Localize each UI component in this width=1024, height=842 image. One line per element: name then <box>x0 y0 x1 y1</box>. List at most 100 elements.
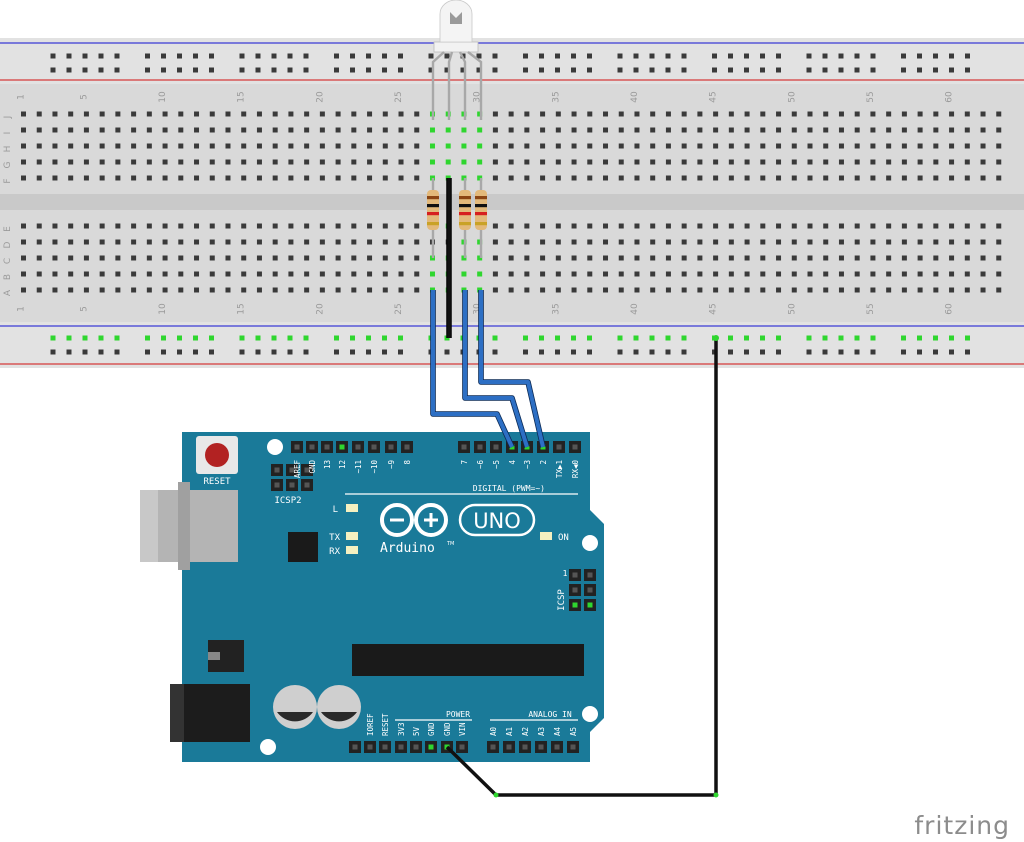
breadboard-hole <box>571 159 577 165</box>
breadboard-hole <box>823 111 829 117</box>
rail-hole <box>82 335 88 341</box>
column-number-label: 50 <box>787 91 797 103</box>
breadboard-hole <box>367 255 373 261</box>
rail-hole <box>917 53 922 59</box>
breadboard-hole <box>319 127 325 133</box>
breadboard-hole <box>209 159 215 165</box>
resistor <box>459 178 471 258</box>
breadboard-hole <box>713 127 719 133</box>
rail-hole <box>523 335 528 341</box>
rail-hole <box>571 53 576 59</box>
header-pin-hole <box>289 467 295 473</box>
breadboard-hole <box>634 159 640 165</box>
breadboard-hole <box>194 239 200 245</box>
breadboard-hole <box>508 127 514 133</box>
breadboard-hole <box>115 175 121 181</box>
rail-hole <box>949 335 954 341</box>
rail-hole <box>492 335 498 341</box>
breadboard-hole <box>225 159 231 165</box>
rail-hole <box>681 349 687 355</box>
breadboard-hole <box>555 175 561 181</box>
breadboard-hole <box>524 127 530 133</box>
led-l-label: L <box>333 505 338 515</box>
breadboard-hole <box>713 223 719 229</box>
breadboard-hole <box>571 111 577 117</box>
breadboard-hole <box>461 127 467 133</box>
rail-hole <box>476 67 482 73</box>
breadboard-hole <box>162 271 168 277</box>
breadboard-hole <box>681 287 687 293</box>
rail-hole <box>822 67 828 73</box>
header-pin-hole <box>428 744 434 750</box>
breadboard-hole <box>634 271 640 277</box>
breadboard-hole <box>949 271 955 277</box>
breadboard-hole <box>115 223 121 229</box>
breadboard-hole <box>272 239 278 245</box>
rail-hole <box>523 67 528 73</box>
breadboard-hole <box>728 223 734 229</box>
breadboard-hole <box>52 127 58 133</box>
breadboard-hole <box>964 159 970 165</box>
breadboard-hole <box>776 143 782 149</box>
breadboard-hole <box>776 111 782 117</box>
breadboard-hole <box>162 175 168 181</box>
breadboard-hole <box>178 271 184 277</box>
breadboard-hole <box>319 255 325 261</box>
rail-hole <box>255 349 261 355</box>
breadboard-hole <box>272 255 278 261</box>
breadboard-hole <box>571 255 577 261</box>
breadboard-hole <box>115 271 121 277</box>
breadboard-hole <box>791 159 797 165</box>
header-pin-hole <box>587 572 593 578</box>
rail-hole <box>760 349 765 355</box>
digital-pin-label: 8 <box>403 460 412 465</box>
rail-hole <box>177 349 182 355</box>
breadboard-hole <box>445 143 451 149</box>
breadboard-hole <box>131 175 137 181</box>
breadboard-hole <box>477 255 483 261</box>
breadboard-hole <box>335 287 341 293</box>
digital-pin-label: ~10 <box>370 460 379 474</box>
breadboard-hole <box>288 143 294 149</box>
rail-hole <box>681 335 687 341</box>
column-number-label: 55 <box>866 303 876 314</box>
breadboard-hole <box>288 111 294 117</box>
breadboard-hole <box>367 175 373 181</box>
icsp2-header <box>271 464 313 491</box>
breadboard-hole <box>917 175 923 181</box>
column-number-label: 5 <box>79 306 89 312</box>
breadboard-hole <box>194 143 200 149</box>
model-label: UNO <box>473 509 521 533</box>
breadboard-hole <box>917 127 923 133</box>
rail-hole <box>587 53 592 59</box>
breadboard-hole <box>83 175 89 181</box>
breadboard-hole <box>382 239 388 245</box>
rail-hole <box>555 53 560 59</box>
breadboard-hole <box>225 223 231 229</box>
header-pin-hole <box>355 444 361 450</box>
rail-hole <box>239 53 245 59</box>
breadboard-hole <box>99 159 105 165</box>
breadboard-hole <box>886 239 892 245</box>
rail-hole <box>917 349 922 355</box>
rail-hole <box>728 67 733 73</box>
breadboard-hole <box>933 111 939 117</box>
breadboard-hole <box>996 111 1002 117</box>
breadboard-hole <box>901 271 907 277</box>
rail-hole <box>492 349 498 355</box>
breadboard-hole <box>901 175 907 181</box>
breadboard-hole <box>99 111 105 117</box>
rail-hole <box>870 67 876 73</box>
breadboard-hole <box>540 175 546 181</box>
breadboard-hole <box>634 127 640 133</box>
breadboard-hole <box>68 159 74 165</box>
rail-hole <box>398 335 403 341</box>
rail-hole <box>98 349 104 355</box>
rail-hole <box>98 67 104 73</box>
breadboard-hole <box>728 143 734 149</box>
breadboard-hole <box>508 175 514 181</box>
rail-hole <box>98 53 104 59</box>
breadboard-hole <box>949 287 955 293</box>
breadboard-hole <box>162 255 168 261</box>
breadboard-hole <box>964 271 970 277</box>
